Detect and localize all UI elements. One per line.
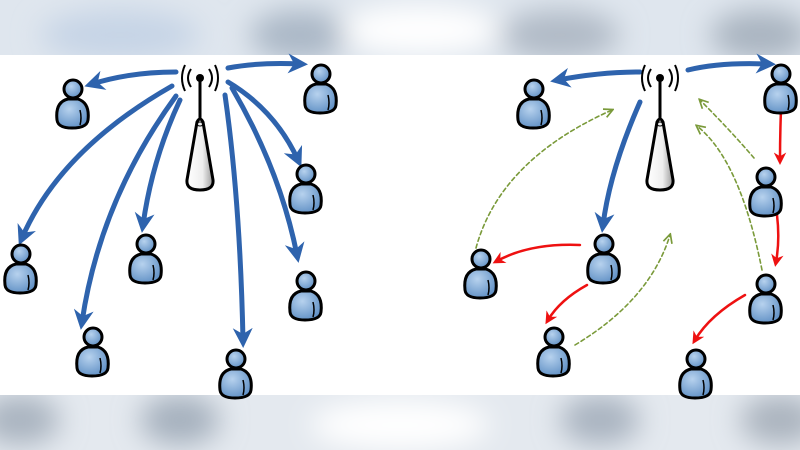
diagram-area xyxy=(0,55,800,395)
user-icon xyxy=(536,326,571,378)
user-icon xyxy=(3,243,38,295)
wireless-tower-icon xyxy=(181,64,219,192)
downlink-arrow xyxy=(17,83,175,246)
downlink-arrow xyxy=(685,53,776,74)
relay-arrow xyxy=(692,293,747,345)
downlink-arrow xyxy=(222,92,253,348)
feedback-arrow xyxy=(697,126,763,271)
feedback-arrow xyxy=(700,100,755,159)
feedback-arrow xyxy=(475,110,612,249)
relay-arrow xyxy=(545,283,589,325)
user-icon xyxy=(748,166,783,218)
feedback-arrow xyxy=(574,235,670,346)
top-blur-band xyxy=(0,0,800,60)
user-icon xyxy=(748,273,783,325)
downlink-arrow xyxy=(134,97,183,233)
user-icon xyxy=(763,63,798,115)
user-icon xyxy=(586,233,621,285)
relay-arrow xyxy=(771,213,784,267)
user-icon xyxy=(288,270,323,322)
relay-arrow xyxy=(492,243,582,264)
downlink-arrow xyxy=(225,79,303,168)
user-icon xyxy=(288,163,323,215)
relay-arrow xyxy=(773,108,787,165)
downlink-arrow xyxy=(225,53,308,74)
user-icon xyxy=(218,348,253,400)
bottom-blur-band xyxy=(0,395,800,450)
user-icon xyxy=(75,326,110,378)
wireless-tower-icon xyxy=(641,64,679,192)
user-icon xyxy=(55,78,90,130)
downlink-arrow xyxy=(229,85,305,263)
user-icon xyxy=(463,248,498,300)
downlink-arrow xyxy=(550,67,643,88)
downlink-arrow xyxy=(73,93,179,330)
user-icon xyxy=(128,233,163,285)
downlink-arrow xyxy=(84,69,179,90)
user-icon xyxy=(678,348,713,400)
user-icon xyxy=(516,78,551,130)
user-icon xyxy=(303,63,338,115)
downlink-arrow xyxy=(594,99,643,233)
